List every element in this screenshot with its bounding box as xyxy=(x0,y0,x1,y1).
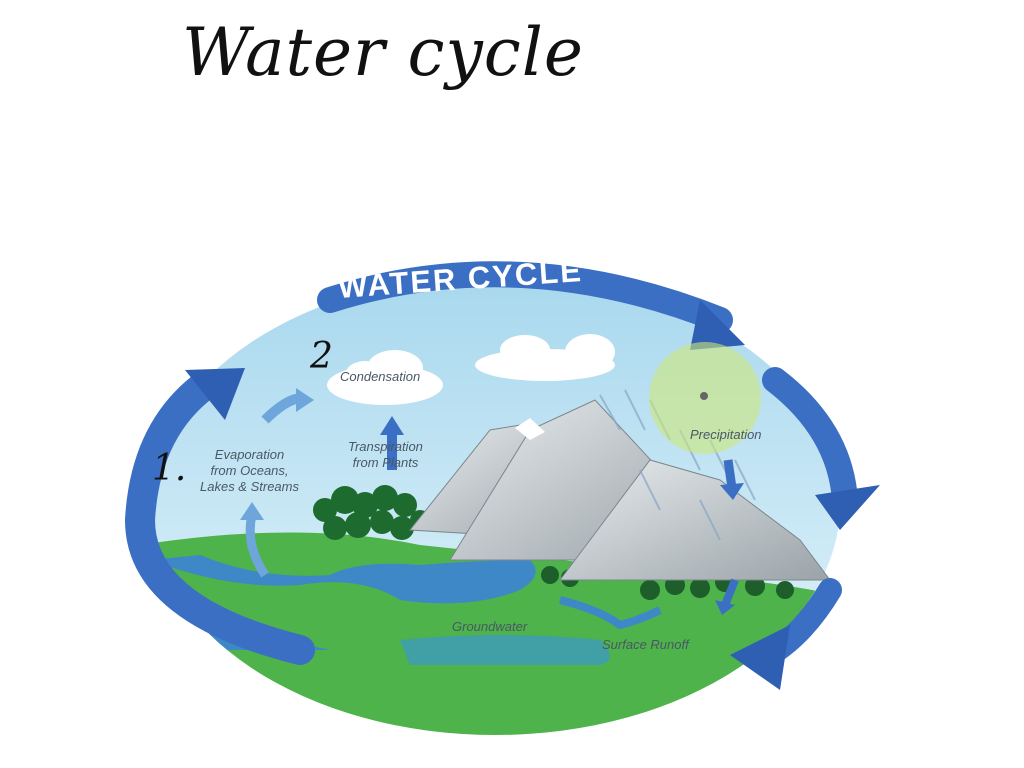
groundwater-label: Groundwater xyxy=(452,619,528,634)
cycle-arrow-right xyxy=(762,367,858,513)
evaporation-up-arrow-head xyxy=(240,502,264,520)
cycle-arrow-bottom-right-head xyxy=(730,625,790,690)
handwritten-marker-1: 1. xyxy=(152,448,187,489)
precipitation-label: Precipitation xyxy=(690,427,762,442)
cloud-left xyxy=(327,350,443,405)
handwritten-title: Water cycle xyxy=(182,14,584,91)
evaporation-up-arrow xyxy=(245,513,269,578)
stream xyxy=(559,596,662,630)
runoff-arrow xyxy=(721,578,739,607)
cycle-arrow-left xyxy=(124,370,315,665)
cycle-arrow-right-head xyxy=(815,485,880,530)
evaporation-label: Evaporation from Oceans, Lakes & Streams xyxy=(200,447,299,494)
cloud-right xyxy=(475,334,615,381)
cycle-arrow-left-head xyxy=(185,368,245,420)
precipitation-arrow-head xyxy=(720,483,744,500)
highlight-dot xyxy=(700,392,708,400)
transpiration-label: Transpiration from Plants xyxy=(348,439,423,470)
transpiration-arrow-head xyxy=(380,416,404,435)
cycle-arrow-top-head xyxy=(690,300,745,350)
snow-cap xyxy=(515,418,545,440)
runoff-arrow-head xyxy=(715,600,735,615)
condensation-label: Condensation xyxy=(340,369,421,384)
evaporation-arrow-head xyxy=(296,388,314,412)
precipitation-arrow xyxy=(723,459,737,489)
cycle-arrow-top xyxy=(317,261,733,333)
surface-runoff-label: Surface Runoff xyxy=(602,637,689,652)
groundwater-band xyxy=(400,635,610,665)
handwritten-marker-2: 2 xyxy=(310,336,333,377)
mountain-right xyxy=(559,459,831,581)
lake xyxy=(150,555,536,604)
